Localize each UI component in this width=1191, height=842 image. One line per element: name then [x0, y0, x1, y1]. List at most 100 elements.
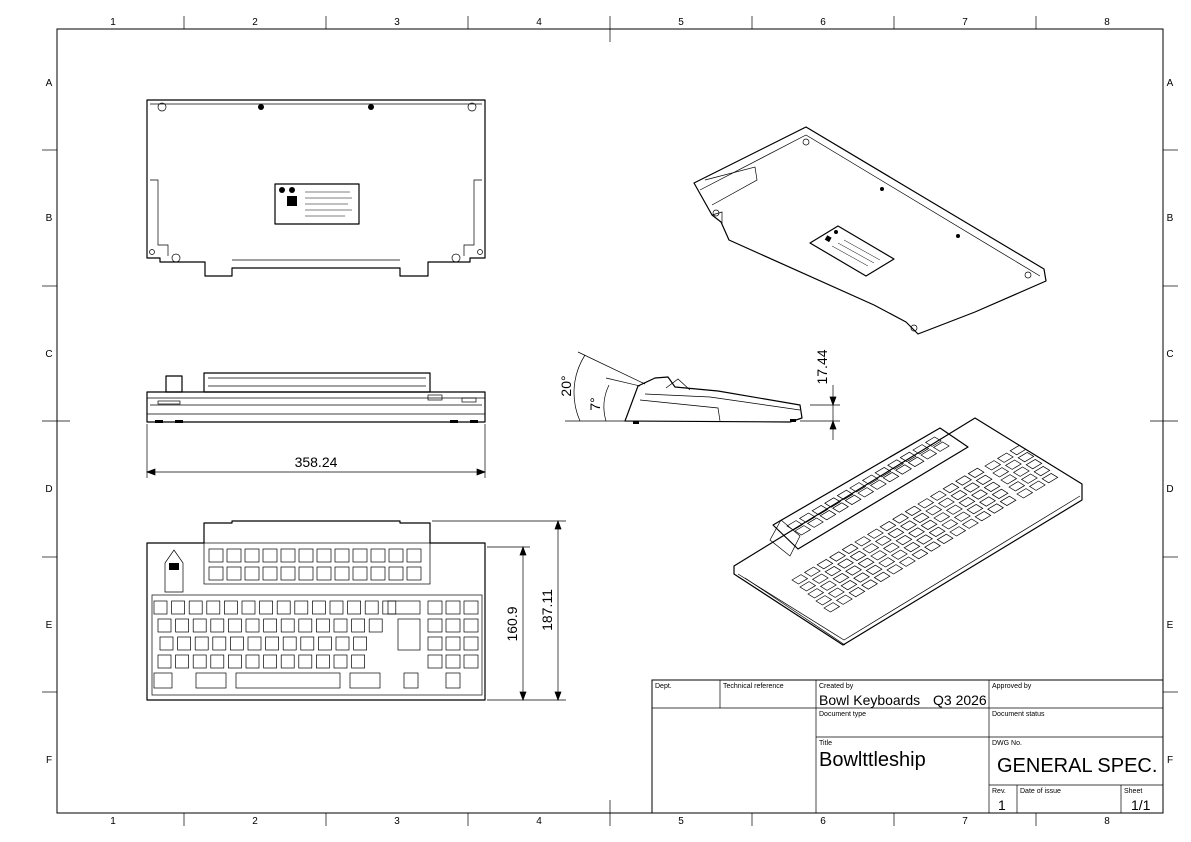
main-key [329, 600, 344, 615]
main-key [177, 636, 191, 651]
nav-key [445, 600, 461, 615]
iso-main-key [898, 556, 916, 567]
col-label-top-6: 6 [820, 17, 826, 28]
col-label-top-1: 1 [110, 17, 116, 28]
main-key [259, 600, 273, 615]
iso-main-key [854, 536, 872, 547]
macro-key [370, 548, 386, 563]
main-key [241, 600, 256, 615]
main-key [210, 618, 225, 633]
iso-main-key [815, 595, 833, 606]
mod-key [195, 672, 227, 689]
nav-key [445, 636, 461, 651]
main-key [368, 618, 383, 633]
macro-key [388, 548, 404, 563]
dim-angle-front: 7° [587, 397, 603, 410]
iso-macro-key [844, 494, 862, 506]
col-label-top-2: 2 [252, 17, 258, 28]
iso-main-key [837, 558, 854, 569]
main-key [228, 654, 242, 669]
iso-main-key [963, 482, 980, 493]
iso-macro-key [806, 517, 824, 528]
main-key [265, 636, 279, 651]
macro-key [406, 566, 422, 581]
iso-main-key [895, 534, 913, 546]
main-key [364, 600, 379, 615]
created-by-value: Bowl Keyboards [819, 692, 920, 708]
iso-main-key [966, 503, 984, 515]
mod-key [403, 672, 419, 689]
col-label-top-5: 5 [678, 17, 684, 28]
iso-macro-key [811, 504, 829, 516]
iso-main-key [942, 482, 960, 494]
nav-key [445, 618, 461, 633]
iso-nav-key [984, 460, 1002, 471]
iso-nav-key [1008, 481, 1026, 492]
main-key [282, 636, 297, 651]
iso-main-key [908, 527, 925, 538]
col-label-bottom-6: 6 [820, 816, 826, 827]
main-key [210, 654, 225, 669]
iso-main-key [848, 586, 866, 598]
date-of-issue-label: Date of issue [1020, 788, 1061, 795]
title-value: Bowlttleship [819, 749, 926, 771]
iso-macro-key [932, 441, 950, 452]
iso-main-key [955, 475, 972, 486]
iso-main-key [987, 503, 1004, 514]
iso-main-key [873, 571, 891, 583]
iso-main-key [929, 490, 947, 501]
iso-nav-key [992, 467, 1010, 478]
iso-macro-key [786, 520, 804, 531]
row-label-left-f: F [46, 755, 52, 766]
iso-main-key [916, 534, 933, 545]
nav-key [463, 636, 479, 651]
iso-main-key [958, 496, 976, 508]
iso-main-key [829, 551, 846, 562]
iso-macro-key [912, 444, 930, 455]
iso-main-key [887, 527, 905, 539]
iso-main-key [824, 565, 842, 577]
iso-main-key [904, 505, 922, 517]
front-view: 358.24 [146, 372, 486, 478]
row-label-left-d: D [45, 484, 52, 495]
iso-top-view [733, 417, 1083, 646]
iso-nav-key [996, 452, 1014, 463]
main-key [194, 636, 209, 651]
col-label-bottom-3: 3 [394, 816, 400, 827]
iso-main-key [971, 489, 988, 500]
main-key [294, 600, 309, 615]
iso-main-key [874, 535, 892, 546]
iso-nav-key [1016, 488, 1034, 499]
iso-main-key [866, 528, 884, 539]
main-key [353, 636, 367, 651]
nav-key [427, 636, 443, 651]
main-key [318, 636, 332, 651]
col-label-bottom-5: 5 [678, 816, 684, 827]
iso-main-key [912, 512, 930, 524]
main-key [192, 654, 207, 669]
iso-main-key [835, 594, 853, 605]
macro-key [280, 548, 296, 563]
main-key [230, 636, 244, 651]
main-key [276, 600, 291, 615]
iso-macro-key [882, 471, 900, 483]
iso-main-key [975, 474, 993, 486]
macro-key [298, 548, 314, 563]
iso-main-key [849, 550, 867, 562]
iso-main-key [799, 581, 817, 592]
macro-key [298, 566, 314, 581]
tech-ref-label: Technical reference [723, 683, 784, 690]
macro-key [262, 566, 278, 581]
row-label-left-b: B [46, 213, 53, 224]
nav-key [427, 654, 443, 669]
iso-main-key [886, 564, 904, 575]
document-type-label: Document type [819, 711, 866, 718]
nav-key [427, 618, 443, 633]
main-key [333, 618, 348, 633]
iso-main-key [920, 519, 938, 531]
dwg-no-label: DWG No. [992, 740, 1022, 747]
main-key [175, 654, 189, 669]
iso-macro-key [849, 482, 867, 493]
iso-main-key [853, 572, 870, 583]
iso-main-key [845, 565, 862, 576]
